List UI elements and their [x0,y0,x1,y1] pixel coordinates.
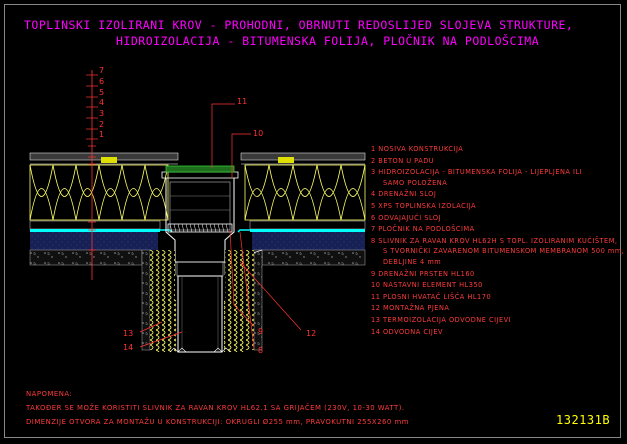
note-line-1: TAKOĐER SE MOŽE KORISTITI SLIVNIK ZA RAV… [26,404,405,412]
pipe-insulation-right [224,300,246,352]
xps-insulation-right [244,164,366,221]
title-line-2: HIDROIZOLACIJA - BITUMENSKA FOLIJA, PLOČ… [116,34,540,48]
legend-item-12: 12 MONTAŽNA PJENA [371,304,450,313]
legend-item-3: 3 HIDROIZOLACIJA - BITUMENSKA FOLIJA - L… [371,168,583,177]
callout-13: 13 [123,329,133,338]
paving-slab-right [240,152,366,161]
xps-insulation-left [29,164,169,221]
leader-14 [139,331,183,348]
legend-item-6: 6 ODVAJAJUĆI SLOJ [371,213,442,222]
leaf-guard-top [165,165,235,173]
legend-item-8-cont: DEBLJINE 4 mm [383,258,442,266]
drawing-frame [4,4,621,438]
legend-item-5: 5 XPS TOPLINSKA IZOLACIJA [371,202,477,210]
paving-pedestal-right [278,157,294,163]
scale-number-2: 2 [99,120,104,129]
callout-11: 11 [237,97,247,106]
drawing-code: 132131B [556,413,611,427]
callout-14: 14 [123,343,133,352]
leader-11 [211,103,235,168]
legend-item-8-cont: S TVORNIČKI ZAVARENOM BITUMENSKOM MEMBRA… [383,247,625,256]
legend-item-9: 9 DRENAŽNI PRSTEN HL160 [371,269,475,278]
legend-item-4: 4 DRENAŽNI SLOJ [371,190,437,199]
scale-number-7: 7 [99,66,104,75]
leader-12 [239,261,302,331]
leaf-guard-grate [161,171,239,179]
scale-number-4: 4 [99,98,104,107]
load-bearing-slab-right [261,249,366,266]
pipe-insulation-left [154,300,176,352]
callout-8: 8 [258,346,263,355]
paving-pedestal-left [101,157,117,163]
legend-item-1: 1 NOSIVA KONSTRUKCIJA [371,145,464,153]
legend-item-13: 13 TERMOIZOLACIJA ODVODNE CIJEVI [371,316,512,324]
legend-item-8: 8 SLIVNIK ZA RAVAN KROV HL62H S TOPL. IZ… [371,236,618,245]
scale-number-1: 1 [99,130,104,139]
note-heading: NAPOMENA: [26,390,73,398]
drain-pipe [177,275,223,353]
callout-9: 9 [258,327,263,336]
leader-8 [239,231,255,350]
leader-10 [231,133,251,178]
callout-12: 12 [306,329,316,338]
legend-item-3-cont: SAMO POLOŽENA [383,178,448,187]
bitumen-membrane-right [250,229,365,232]
slab-opening-edge-left [141,249,151,351]
legend-item-7: 7 PLOČNIK NA PODLOŠCIMA [371,225,475,234]
legend-item-11: 11 PLOSNI HVATAČ LIŠĆA HL170 [371,292,492,301]
bitumen-membrane-left [30,229,160,232]
leader-13 [139,321,163,333]
drainage-layer-right [249,220,366,230]
callout-10: 10 [253,129,263,138]
legend-item-2: 2 BETON U PADU [371,156,435,165]
note-line-2: DIMENZIJE OTVORA ZA MONTAŽU U KONSTRUKCI… [26,418,409,426]
legend-item-14: 14 ODVODNA CIJEV [371,327,444,336]
scale-number-3: 3 [99,109,104,118]
scale-number-6: 6 [99,77,104,86]
legend-item-10: 10 NASTAVNI ELEMENT HL350 [371,281,483,290]
leader-9 [229,229,255,327]
extension-element [165,178,235,263]
title-line-1: TOPLINSKI IZOLIRANI KROV - PROHODNI, OBR… [24,18,574,32]
load-bearing-slab-left [29,249,143,266]
scale-number-5: 5 [99,88,104,97]
drain-outlet-collar [176,261,224,277]
